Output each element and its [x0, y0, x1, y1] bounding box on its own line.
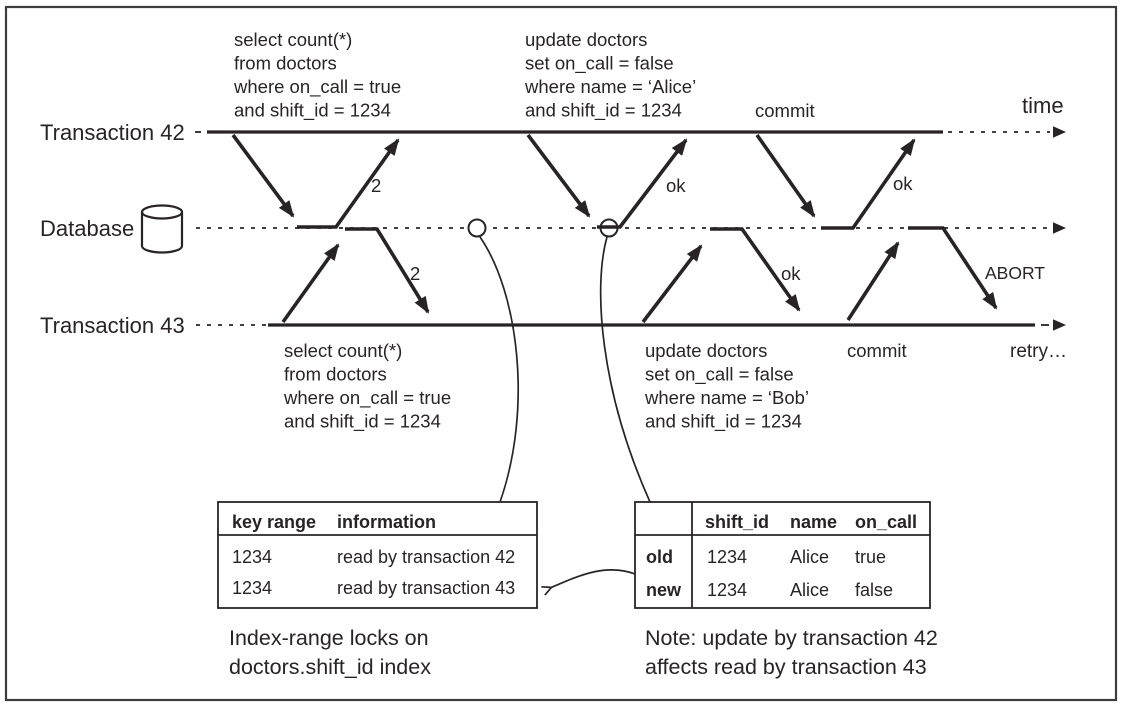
table-cell: Alice — [790, 547, 829, 567]
row-label: old — [646, 547, 673, 567]
t43-select-sql: select count(*) from doctors where on_ca… — [283, 340, 451, 433]
t43-retry-label: retry… — [1010, 341, 1067, 362]
sql-line: where name = ‘Alice’ — [524, 76, 696, 97]
row-table-caption-line: affects read by transaction 43 — [645, 655, 927, 679]
sql-line: and shift_id = 1234 — [645, 411, 802, 433]
t43-update-result: ok — [781, 263, 801, 284]
response-arrow — [345, 227, 430, 314]
column-header: information — [337, 512, 436, 532]
t42-select-result: 2 — [371, 175, 381, 196]
sql-line: from doctors — [234, 53, 337, 74]
sql-line: select count(*) — [234, 29, 352, 50]
t43-select-result: 2 — [410, 263, 420, 284]
table-cell: read by transaction 43 — [337, 578, 515, 598]
lock-table-caption-line: Index-range locks on — [229, 626, 429, 650]
timeline-transaction-42 — [195, 126, 1066, 138]
table-cell: 1234 — [232, 578, 272, 598]
lane-label-transaction-42: Transaction 42 — [40, 120, 185, 145]
lock-table-caption-line: doctors.shift_id index — [229, 655, 431, 679]
column-header: key range — [232, 512, 316, 532]
table-row: 1234 read by transaction 43 — [232, 578, 515, 598]
sql-line: update doctors — [525, 29, 647, 50]
sql-line: and shift_id = 1234 — [234, 100, 391, 122]
sql-line: where on_call = true — [233, 76, 401, 98]
request-arrow — [846, 241, 900, 321]
t42-commit-result: ok — [893, 173, 913, 194]
curve-to-row-table — [599, 236, 651, 503]
sql-line: where name = ‘Bob’ — [644, 387, 809, 408]
column-header: name — [790, 512, 837, 532]
t43-select-arrows — [281, 227, 430, 324]
lock-table-border — [217, 501, 538, 609]
table-cell: 1234 — [707, 580, 747, 600]
row-table: shift_id name on_call old 1234 Alice tru… — [634, 501, 938, 679]
request-arrow — [281, 243, 340, 324]
table-cell: true — [855, 547, 886, 567]
response-arrow — [297, 138, 400, 229]
time-axis-label: time — [1022, 93, 1064, 118]
sql-line: set on_call = false — [525, 53, 674, 75]
table-cell: 1234 — [232, 547, 272, 567]
response-arrow — [710, 227, 801, 312]
time-arrowhead-icon — [1053, 319, 1066, 331]
database-cylinder-icon — [140, 204, 184, 254]
table-row: old 1234 Alice true — [646, 547, 886, 567]
time-arrowhead-icon — [1053, 126, 1066, 138]
table-cell: 1234 — [707, 547, 747, 567]
request-arrow — [231, 133, 295, 218]
table-row: new 1234 Alice false — [646, 580, 893, 600]
response-arrow — [597, 138, 688, 229]
sql-line: update doctors — [645, 340, 767, 361]
request-arrow — [641, 244, 703, 324]
row-label: new — [646, 580, 682, 600]
t42-update-result: ok — [666, 175, 686, 196]
request-arrow — [755, 133, 816, 218]
sql-line: and shift_id = 1234 — [284, 411, 441, 433]
request-arrow — [526, 133, 591, 218]
lock-marker-circle-1 — [467, 218, 487, 238]
column-header: shift_id — [705, 512, 769, 532]
table-cell: false — [855, 580, 893, 600]
sql-line: from doctors — [284, 364, 387, 385]
response-arrow — [908, 226, 998, 310]
timeline-transaction-43 — [196, 319, 1066, 331]
figure-border — [4, 5, 1118, 702]
table-cell: read by transaction 42 — [337, 547, 515, 567]
row-table-border — [634, 501, 931, 609]
t43-commit-label: commit — [847, 340, 907, 361]
lock-table: key range information 1234 read by trans… — [217, 501, 538, 679]
sql-line: set on_call = false — [645, 364, 794, 386]
column-header: on_call — [855, 512, 917, 532]
t43-update-sql: update doctors set on_call = false where… — [644, 340, 809, 433]
lane-label-transaction-43: Transaction 43 — [40, 313, 185, 338]
t42-commit-label: commit — [755, 100, 815, 121]
timeline-database — [196, 222, 1066, 234]
sql-line: and shift_id = 1234 — [525, 100, 682, 122]
t42-select-arrows — [231, 133, 400, 229]
table-cell: Alice — [790, 580, 829, 600]
sql-line: select count(*) — [284, 340, 402, 361]
lane-label-database: Database — [40, 216, 134, 241]
curve-to-lock-table — [479, 236, 519, 503]
t42-select-sql: select count(*) from doctors where on_ca… — [233, 29, 401, 122]
t42-update-sql: update doctors set on_call = false where… — [524, 29, 696, 122]
t43-commit-result: ABORT — [985, 263, 1045, 283]
t42-commit-arrows — [755, 133, 916, 230]
time-arrowhead-icon — [1053, 222, 1066, 234]
row-table-caption-line: Note: update by transaction 42 — [645, 626, 938, 650]
t42-update-arrows — [526, 133, 688, 229]
t43-update-arrows — [641, 227, 801, 324]
arrow-row-table-to-lock-table — [550, 569, 636, 588]
response-arrow — [821, 138, 916, 230]
table-row: 1234 read by transaction 42 — [232, 547, 515, 567]
t43-commit-arrows — [846, 226, 998, 321]
sql-line: where on_call = true — [283, 387, 451, 409]
